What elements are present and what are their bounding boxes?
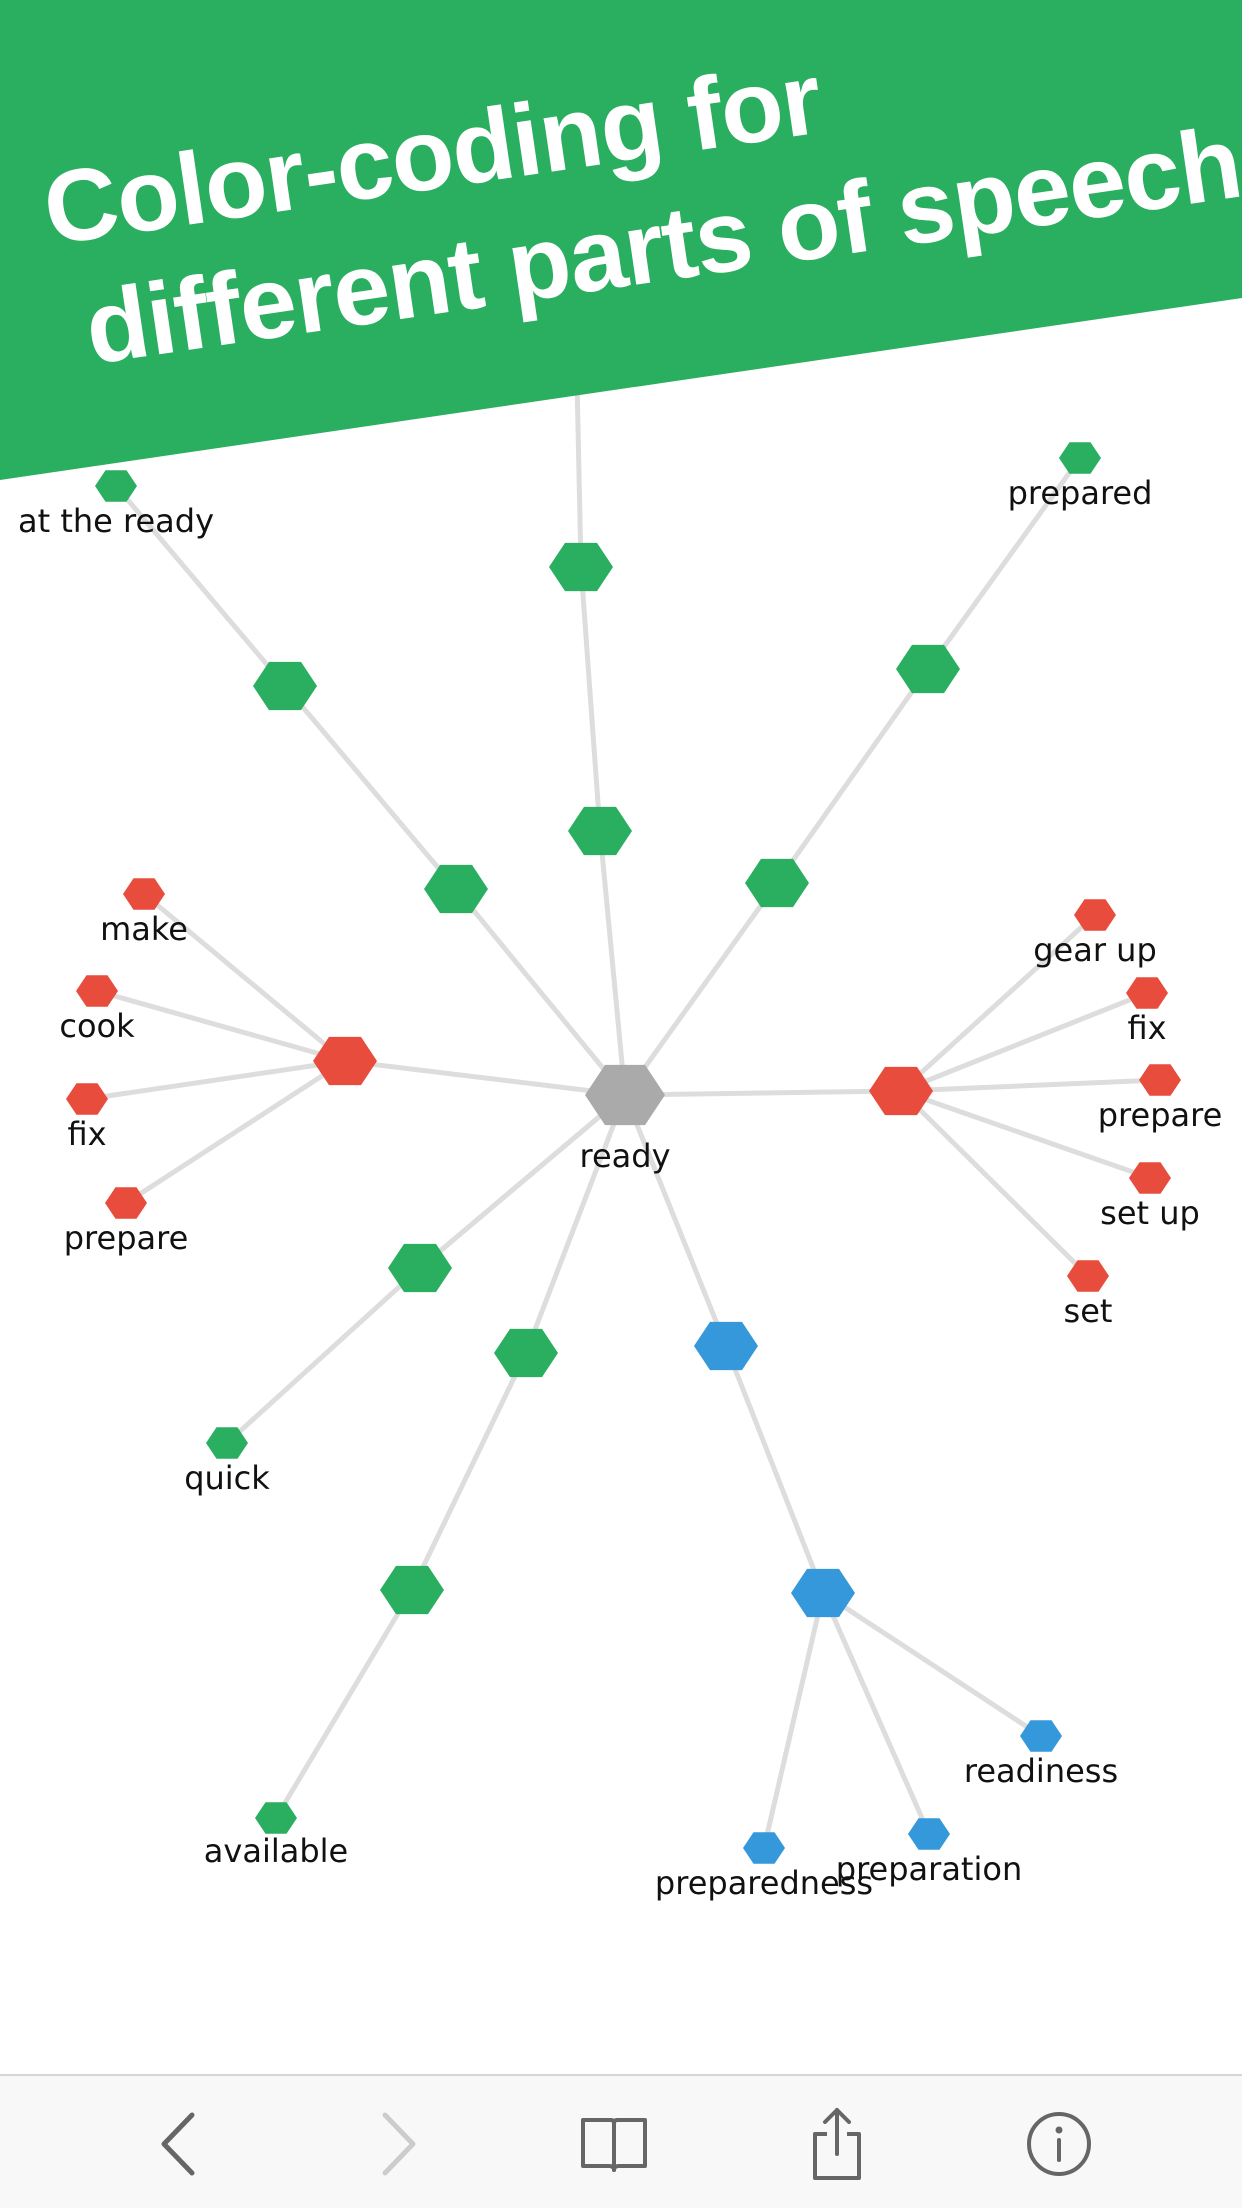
edge — [774, 667, 931, 885]
hub-node-noun[interactable] — [791, 1568, 855, 1618]
word-graph: ready make cook fix prepare gear up fix prepare… — [18, 379, 1222, 1902]
hub-node-adjective[interactable] — [494, 1328, 558, 1378]
node-label: fix — [1127, 1009, 1166, 1047]
edge — [225, 1266, 422, 1445]
word-node-preparedness[interactable] — [743, 1832, 785, 1864]
edge — [574, 379, 584, 568]
edge — [622, 1094, 729, 1347]
word-node-cook[interactable] — [76, 975, 118, 1007]
edge — [114, 484, 287, 688]
node-label: quick — [184, 1459, 270, 1497]
edge — [622, 881, 780, 1097]
edge — [723, 1345, 826, 1594]
node-label: gear up — [1033, 931, 1157, 969]
node-label: cook — [59, 1007, 135, 1045]
hub-node-adjective[interactable] — [424, 864, 488, 914]
node-label: set — [1064, 1292, 1113, 1330]
edge — [344, 1058, 626, 1098]
edge — [900, 1077, 1161, 1094]
edge — [578, 566, 603, 832]
edge — [899, 1089, 1090, 1278]
word-node-gear-up[interactable] — [1074, 899, 1116, 931]
edge — [761, 1592, 826, 1849]
hub-node-verb[interactable] — [869, 1066, 933, 1116]
edge — [418, 1093, 627, 1270]
share-icon — [813, 2108, 861, 2180]
bookmarks-button[interactable] — [569, 2104, 659, 2184]
word-node-readiness[interactable] — [1020, 1720, 1062, 1752]
edge — [142, 892, 347, 1063]
hub-node-adjective[interactable] — [549, 542, 613, 592]
word-node-quick[interactable] — [206, 1427, 248, 1459]
edge — [124, 1058, 347, 1206]
hub-node-adjective[interactable] — [896, 644, 960, 694]
node-label: prepare — [64, 1219, 189, 1257]
edge — [273, 1588, 415, 1820]
word-node-prepare[interactable] — [105, 1187, 147, 1219]
word-node-set-up[interactable] — [1129, 1162, 1171, 1194]
hub-node-adjective[interactable] — [568, 806, 632, 856]
edge — [900, 1088, 1151, 1181]
edge — [454, 887, 627, 1097]
word-node-make[interactable] — [123, 878, 165, 910]
hub-node-adjective[interactable] — [388, 1243, 452, 1293]
back-icon — [161, 2112, 195, 2176]
node-label: prepared — [1008, 474, 1153, 512]
word-node-at-the-ready[interactable] — [95, 470, 137, 502]
node-label: make — [100, 910, 188, 948]
edge — [925, 456, 1083, 671]
edge — [821, 1590, 1043, 1739]
edge — [523, 1094, 628, 1354]
edge — [86, 1058, 346, 1102]
edge-layer — [86, 379, 1161, 1849]
back-button[interactable] — [133, 2104, 223, 2184]
node-label: preparedness — [655, 1864, 873, 1902]
hub-node-adjective[interactable] — [745, 858, 809, 908]
edge — [624, 1088, 902, 1098]
hub-node-adjective[interactable] — [380, 1565, 444, 1615]
word-node-prepare[interactable] — [1139, 1064, 1181, 1096]
info-button[interactable] — [1014, 2104, 1104, 2184]
hub-node-adjective[interactable] — [253, 661, 317, 711]
node-label: at the ready — [18, 502, 214, 540]
edge — [597, 830, 628, 1096]
hub-node-verb[interactable] — [313, 1036, 377, 1086]
browser-toolbar — [0, 2074, 1242, 2208]
forward-icon — [382, 2112, 416, 2176]
word-node-preparation[interactable] — [908, 1818, 950, 1850]
edge — [96, 988, 346, 1064]
share-button[interactable] — [792, 2104, 882, 2184]
word-node-fix[interactable] — [1126, 977, 1168, 1009]
node-layer: ready make cook fix prepare gear up fix prepare… — [18, 442, 1222, 1902]
edge — [409, 1351, 529, 1592]
edge — [820, 1591, 932, 1836]
node-label: prepare — [1098, 1096, 1223, 1134]
word-node-prepared[interactable] — [1059, 442, 1101, 474]
forward-button[interactable] — [354, 2104, 444, 2184]
hub-node-noun[interactable] — [694, 1321, 758, 1371]
bookmarks-icon — [581, 2118, 647, 2172]
node-label: set up — [1100, 1194, 1200, 1232]
node-label: ready — [580, 1137, 671, 1175]
word-node-set[interactable] — [1067, 1260, 1109, 1292]
node-label: preparation — [836, 1850, 1022, 1888]
info-icon — [1027, 2112, 1091, 2176]
word-node-ready[interactable] — [585, 1064, 665, 1126]
node-label: fix — [67, 1115, 106, 1153]
node-label: available — [204, 1832, 348, 1870]
word-node-fix[interactable] — [66, 1083, 108, 1115]
word-node-available[interactable] — [255, 1802, 297, 1834]
edge — [283, 684, 458, 891]
node-label: readiness — [964, 1752, 1118, 1790]
edge — [899, 913, 1097, 1093]
edge — [900, 990, 1148, 1094]
